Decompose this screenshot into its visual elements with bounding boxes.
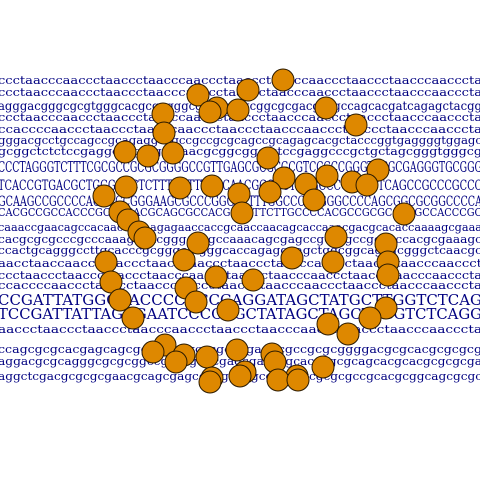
orange-dot (256, 146, 280, 170)
orange-dot (152, 121, 176, 145)
sequence-line: aggacgcgcagggcgcgcggccgccagagcgagcgacgcg… (0, 355, 480, 368)
orange-dot (164, 350, 188, 374)
orange-dot (302, 188, 326, 212)
orange-dot (92, 184, 116, 208)
orange-dot (172, 248, 196, 272)
orange-dot (94, 250, 118, 274)
orange-dot (241, 268, 265, 292)
orange-dot (358, 306, 382, 330)
orange-dot (204, 265, 228, 289)
orange-dot (200, 174, 224, 198)
orange-dot (186, 83, 210, 107)
orange-dot (136, 144, 160, 168)
sequence-line: ccctaacccaaccctaaccctaacccaaccctaaccctaa… (0, 74, 480, 87)
orange-dot (236, 78, 260, 102)
orange-dot (344, 113, 368, 137)
sequence-line: CCCTAGGGTCTTTCGCGCCGCGCGGGGCCGTTGAGCGCGC… (0, 158, 480, 176)
orange-dot (336, 322, 360, 346)
orange-dot (321, 250, 345, 274)
orange-dot (286, 368, 310, 392)
orange-dot (198, 370, 222, 394)
orange-dot (225, 338, 249, 362)
orange-dot (133, 226, 157, 250)
sequence-line: gcggctctctccgaggcccgctgctcaacgcggcggctct… (0, 145, 480, 158)
dot-layer (92, 68, 416, 394)
sequence-line: aaccctaaccctaaccctaacccaaccctaaccctaaccc… (0, 323, 480, 336)
orange-dot (113, 140, 137, 164)
orange-dot (195, 345, 219, 369)
orange-dot (168, 176, 192, 200)
orange-dot (227, 182, 251, 206)
orange-dot (161, 141, 185, 165)
orange-dot (198, 100, 222, 124)
orange-dot (271, 68, 295, 92)
orange-dot (216, 298, 240, 322)
orange-dot (324, 225, 348, 249)
orange-dot (230, 201, 254, 225)
orange-dot (258, 180, 282, 204)
orange-dot (108, 288, 132, 312)
orange-dot (376, 263, 400, 287)
orange-dot (228, 364, 252, 388)
sequence-line: aacctaaccaaccctaaccctaacccaaccctaaccctaa… (0, 257, 480, 270)
orange-dot (392, 202, 416, 226)
sequence-line: TCCGATTATTAGGGAATCCCCCGCTATAGCTAGCTTGGTC… (0, 305, 480, 323)
orange-dot (311, 355, 335, 379)
orange-dot (226, 98, 250, 122)
sequence-line: cacgcgcgcccgcccaaagcgacgggcgcgccaaacagcg… (0, 233, 480, 246)
orange-dot (121, 306, 145, 330)
orange-dot (184, 290, 208, 314)
orange-dot (314, 96, 338, 120)
orange-dot (272, 166, 296, 190)
orange-dot (266, 368, 290, 392)
orange-dot (355, 173, 379, 197)
orange-dot (315, 164, 339, 188)
orange-dot (186, 231, 210, 255)
orange-dot (141, 340, 165, 364)
orange-dot (114, 175, 138, 199)
orange-dot (316, 312, 340, 336)
orange-dot (280, 246, 304, 270)
sequence-line: ccactgcagggccttgcacccgcgggcctgggcaccagag… (0, 244, 480, 257)
